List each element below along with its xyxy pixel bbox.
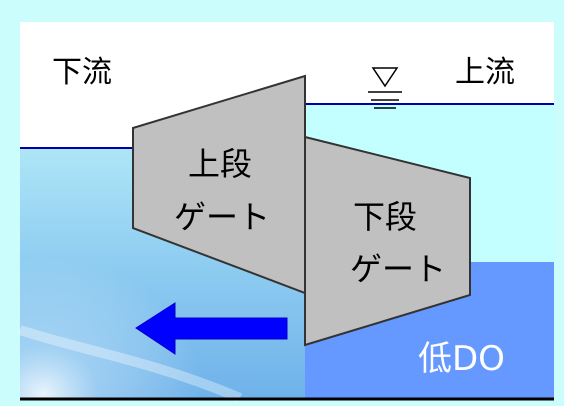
upper-gate-label-line2: ゲート xyxy=(174,198,270,236)
downstream-label: 下流 xyxy=(52,55,112,90)
upper-gate-label-line1: 上段 xyxy=(188,145,252,183)
lower-gate-label-line1: 下段 xyxy=(353,198,417,236)
left-arrow-icon xyxy=(135,302,288,355)
lower-gate xyxy=(304,135,471,347)
water-level-triangle-icon xyxy=(368,67,402,109)
low-do-label: 低DO xyxy=(418,339,505,379)
lower-gate-label-line2: ゲート xyxy=(350,250,446,288)
water-swirl-stroke xyxy=(18,325,242,403)
upstream-label: 上流 xyxy=(455,55,515,90)
